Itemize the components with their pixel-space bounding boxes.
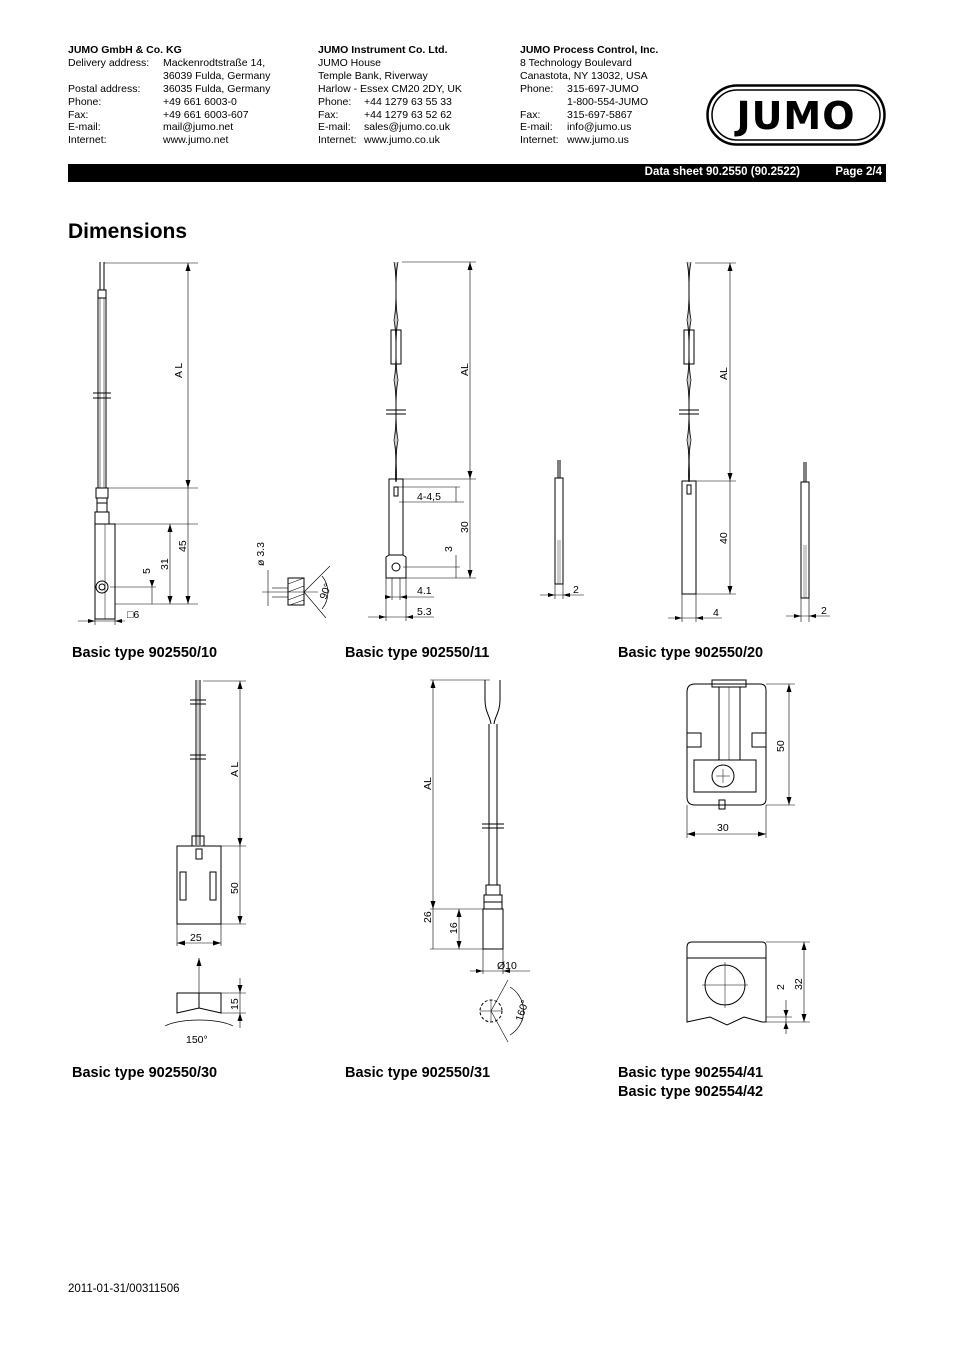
address-label: E-mail:: [318, 121, 351, 134]
drawing-902550-20: AL 40 4 2: [668, 261, 830, 622]
dim-al-label: A L: [173, 363, 185, 378]
dim-31-label: 31: [159, 558, 171, 570]
caption-902554-41: Basic type 902554/41: [618, 1065, 764, 1081]
company-name: JUMO Process Control, Inc.: [520, 44, 659, 56]
jumo-logo: JUMO: [706, 84, 886, 146]
address-value: +49 661 6003-0: [163, 95, 237, 108]
angle-160-label: 160°: [513, 999, 531, 1023]
dim-al-label: A L: [229, 762, 241, 777]
address-value: www.jumo.net: [163, 134, 229, 147]
company-name: JUMO Instrument Co. Ltd.: [318, 44, 448, 56]
angle-90-label: 90°: [318, 582, 335, 601]
dim-16-label: 16: [448, 922, 460, 934]
address-line: Harlow - Essex CM20 2DY, UK: [318, 82, 462, 95]
dim-4-label: 4: [713, 607, 719, 619]
address-label: Phone:: [520, 82, 554, 95]
address-jumo-usa: JUMO Process Control, Inc. 8 Technology …: [520, 44, 658, 147]
dim-30-label: 30: [717, 822, 729, 834]
dim-al-label: AL: [422, 777, 434, 790]
drawing-902550-11: AL 4-4,5 30 3 4.1 5.3 2: [368, 261, 584, 621]
dim-5-label: 5: [141, 568, 153, 574]
dim-2-label: 2: [821, 605, 827, 617]
address-label: Delivery address:: [68, 56, 150, 69]
address-label: Phone:: [318, 95, 352, 108]
page-number: Page 2/4: [835, 166, 882, 178]
address-line: 8 Technology Boulevard: [520, 56, 632, 69]
dim-15-label: 15: [229, 998, 241, 1010]
dim-32-label: 32: [793, 978, 805, 990]
address-label: Phone:: [68, 95, 102, 108]
company-name: JUMO GmbH & Co. KG: [68, 44, 182, 56]
address-label: E-mail:: [68, 121, 101, 134]
address-value: sales@jumo.co.uk: [364, 121, 450, 134]
address-label: Internet:: [318, 134, 357, 147]
address-table: Delivery address: Mackenrodtstraße 14, 36…: [68, 57, 270, 147]
address-line: Temple Bank, Riverway: [318, 69, 428, 82]
caption-902554-42: Basic type 902554/42: [618, 1084, 764, 1100]
address-label: Fax:: [318, 108, 339, 121]
address-value: Mackenrodtstraße 14,: [163, 56, 266, 69]
address-jumo-uk: JUMO Instrument Co. Ltd. JUMO House Temp…: [318, 44, 462, 147]
angle-150-label: 150°: [186, 1034, 208, 1046]
address-label: Fax:: [520, 108, 541, 121]
dim-2-label: 2: [775, 984, 787, 990]
caption-902550-11: Basic type 902550/11: [345, 645, 490, 661]
logo-text: JUMO: [733, 94, 855, 138]
address-jumo-germany: JUMO GmbH & Co. KG Delivery address: Mack…: [68, 44, 270, 147]
dim-3-label: 3: [443, 546, 455, 552]
address-label: Internet:: [520, 134, 559, 147]
dim-square-6-label: □6: [127, 609, 139, 621]
address-label: Fax:: [68, 108, 89, 121]
address-label: Internet:: [68, 134, 107, 147]
caption-902550-20: Basic type 902550/20: [618, 645, 764, 661]
address-value: 36039 Fulda, Germany: [163, 69, 271, 82]
address-value: www.jumo.us: [567, 134, 629, 147]
datasheet-bar: Data sheet 90.2550 (90.2522) Page 2/4: [68, 164, 886, 182]
address-line: Canastota, NY 13032, USA: [520, 69, 648, 82]
drawing-902550-31: AL 26 16 Ø10 160°: [422, 679, 532, 1043]
address-value: mail@jumo.net: [163, 121, 234, 134]
dim-2-label: 2: [573, 584, 579, 596]
drawing-902550-10: A L 45 31 5 □6 ø 3.3 90°: [78, 262, 334, 625]
address-label: Postal address:: [68, 82, 141, 95]
dim-dia-10-label: Ø10: [497, 960, 517, 972]
address-value: www.jumo.co.uk: [364, 134, 440, 147]
document-id: 2011-01-31/00311506: [68, 1283, 180, 1295]
dim-45-label: 45: [177, 540, 189, 552]
address-value: 1-800-554-JUMO: [567, 95, 649, 108]
address-value: +44 1279 63 52 62: [364, 108, 452, 121]
dim-25-label: 25: [190, 932, 202, 944]
dim-4-45-label: 4-4,5: [417, 491, 441, 503]
address-table: Phone: +44 1279 63 55 33 Fax: +44 1279 63 …: [318, 96, 452, 148]
caption-902550-31: Basic type 902550/31: [345, 1065, 491, 1081]
address-value: 315-697-5867: [567, 108, 633, 121]
dim-50-label: 50: [229, 882, 241, 894]
drawing-902554-41-42: 50 30 32 2: [686, 679, 810, 1034]
address-value: +49 661 6003-607: [163, 108, 249, 121]
dim-50-label: 50: [775, 740, 787, 752]
dim-al-label: AL: [718, 367, 730, 380]
dim-30-label: 30: [459, 521, 471, 533]
address-line: JUMO House: [318, 56, 382, 69]
dim-4-1-label: 4.1: [417, 585, 432, 597]
section-title: Dimensions: [68, 220, 188, 243]
address-label: E-mail:: [520, 121, 553, 134]
caption-902550-30: Basic type 902550/30: [72, 1065, 218, 1081]
datasheet-number: Data sheet 90.2550 (90.2522): [644, 166, 800, 178]
dim-diameter-label: ø 3.3: [255, 542, 267, 566]
address-value: 315-697-JUMO: [567, 82, 639, 95]
address-value: +44 1279 63 55 33: [364, 95, 452, 108]
drawing-902550-30: A L 50 25 15 150°: [164, 680, 246, 1046]
dim-al-label: AL: [459, 363, 471, 376]
caption-902550-10: Basic type 902550/10: [72, 645, 218, 661]
address-value: 36035 Fulda, Germany: [163, 82, 271, 95]
address-table: Phone: 315-697-JUMO 1-800-554-JUMO Fax: 31…: [520, 83, 648, 148]
dim-26-label: 26: [422, 911, 434, 923]
address-value: info@jumo.us: [567, 121, 632, 134]
dim-40-label: 40: [718, 532, 730, 544]
dim-5-3-label: 5.3: [417, 606, 432, 618]
